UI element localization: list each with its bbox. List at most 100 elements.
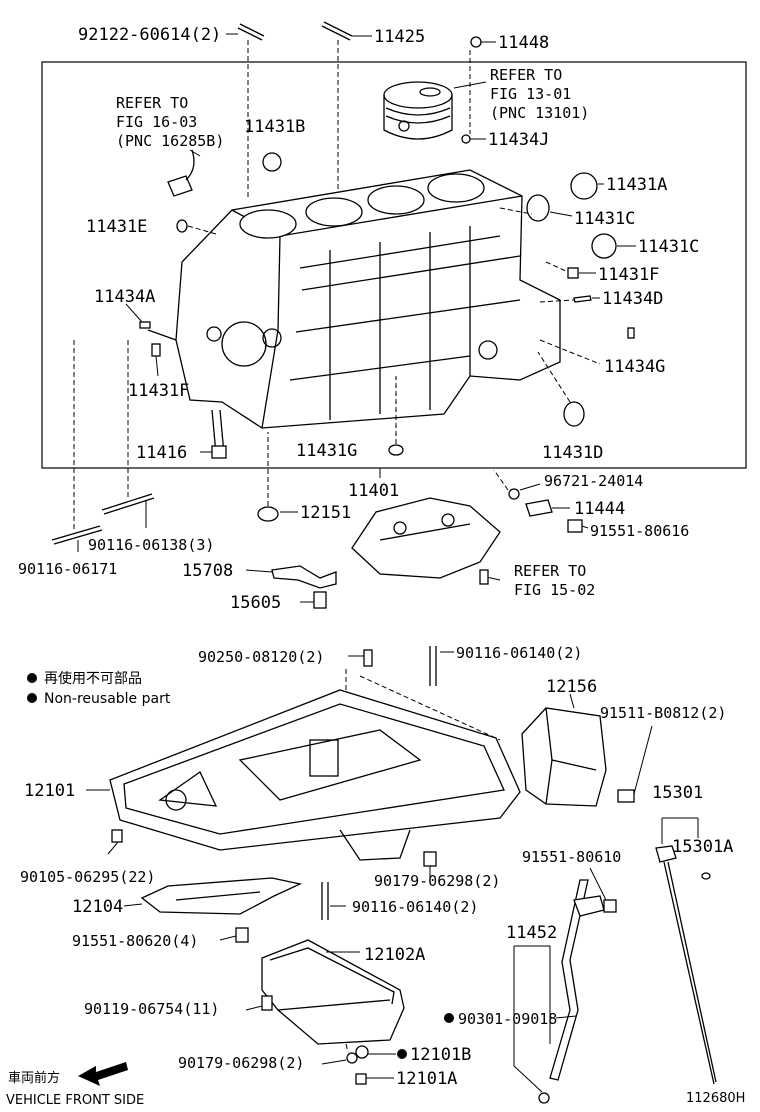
callout-15708: 15708	[182, 561, 233, 581]
valve-15605-illustration	[300, 591, 327, 609]
refer-fig16-line1: REFER TO	[116, 94, 188, 112]
plug-11448-illustration	[470, 36, 496, 48]
callout-15605: 15605	[230, 593, 281, 613]
front-side-label-jp: 車両前方	[8, 1070, 60, 1086]
pin-11434A-illustration	[125, 303, 151, 329]
plug-12151-illustration	[257, 432, 298, 522]
leader-90301	[555, 1015, 577, 1019]
legend-bullet-icon	[27, 673, 37, 683]
callout-11431C-1: 11431C	[574, 209, 635, 229]
legend-non-reusable-jp: 再使用不可部品	[44, 670, 142, 687]
callout-11431F-right: 11431F	[598, 265, 659, 285]
refer-fig16-line3: (PNC 16285B)	[116, 132, 224, 150]
leader-dashed	[545, 261, 569, 273]
callout-11431E: 11431E	[86, 217, 147, 237]
callout-91551-80616: 91551-80616	[590, 522, 689, 540]
plug-90179-a-illustration	[423, 851, 437, 878]
plug-11431F-right-illustration	[567, 267, 596, 279]
bolt-11416-illustration	[200, 409, 227, 459]
stud-92122-illustration	[226, 23, 265, 41]
callout-11434G: 11434G	[604, 357, 665, 377]
drawing-id: 112680H	[686, 1091, 745, 1106]
bracket-15708-illustration	[245, 565, 337, 589]
leader-dashed	[499, 207, 533, 215]
bolt-91551-80620-illustration	[219, 927, 249, 943]
refer-fig16-line2: FIG 16-03	[116, 113, 197, 131]
callout-12101: 12101	[24, 781, 75, 801]
dipstick-15301-illustration	[655, 817, 717, 1085]
bolt-90119-illustration	[245, 995, 273, 1011]
legend-non-reusable-en: Non-reusable part	[44, 691, 171, 707]
front-side-label-en: VEHICLE FRONT SIDE	[6, 1093, 144, 1108]
stud-90250-illustration	[348, 649, 373, 667]
pin-11434D-illustration	[573, 295, 600, 303]
callout-11431D: 11431D	[542, 443, 603, 463]
dipstick-guide-11452-illustration	[513, 867, 617, 1104]
callout-11434J: 11434J	[488, 130, 549, 150]
callout-11416: 11416	[136, 443, 187, 463]
oil-pan-upper-12101-illustration	[86, 668, 521, 861]
callout-12101B: 12101B	[410, 1045, 471, 1065]
oil-pan-lower-12102A-illustration	[261, 939, 405, 1045]
stud-90116-06171-illustration	[51, 340, 129, 552]
callout-11431F-left: 11431F	[128, 381, 189, 401]
callout-91551-80620: 91551-80620(4)	[72, 932, 198, 950]
refer-fig15-line2: FIG 15-02	[514, 581, 595, 599]
callout-90116-06171: 90116-06171	[18, 560, 117, 578]
callout-90116-06138: 90116-06138(3)	[88, 536, 214, 554]
refer-fig13-line1: REFER TO	[490, 66, 562, 84]
callout-12101A: 12101A	[396, 1069, 457, 1089]
bolt-91551-80616-illustration	[567, 519, 589, 533]
callout-15301A: 15301A	[672, 837, 733, 857]
callout-90116-06140-top: 90116-06140(2)	[456, 644, 582, 662]
callout-11431C-2: 11431C	[638, 237, 699, 257]
seal-11431D-illustration	[537, 351, 585, 427]
callout-96721-24014: 96721-24014	[544, 472, 643, 490]
stud-11425-illustration	[321, 21, 372, 41]
callout-90119-06754: 90119-06754(11)	[84, 1000, 219, 1018]
cylinder-block-illustration	[147, 169, 561, 429]
bolt-91511-illustration	[617, 725, 653, 803]
plug-11431C-2-illustration	[591, 233, 636, 259]
pin-11434J-illustration	[461, 134, 486, 144]
cylinder-block-group-frame	[41, 61, 747, 469]
gasket-96721-illustration	[493, 469, 541, 500]
callout-91551-80610: 91551-80610	[522, 848, 621, 866]
callout-90105-06295: 90105-06295(22)	[20, 868, 155, 886]
plug-11431E-illustration	[176, 219, 217, 235]
vehicle-front-arrow-icon	[78, 1062, 128, 1086]
oil-cooler-bracket-illustration	[351, 497, 501, 585]
plug-11431B-illustration	[262, 152, 282, 172]
callout-90301-09018: 90301-09018	[458, 1010, 557, 1028]
callout-11452: 11452	[506, 923, 557, 943]
refer-fig13-line3: (PNC 13101)	[490, 104, 589, 122]
baffle-12104-illustration	[123, 877, 303, 915]
callout-90179-06298-b: 90179-06298(2)	[178, 1054, 304, 1072]
callout-11431G: 11431G	[296, 441, 357, 461]
oring-15301A-illustration	[701, 872, 711, 880]
callout-91511-B0812: 91511-B0812(2)	[600, 704, 726, 722]
callout-92122-60614: 92122-60614(2)	[78, 25, 221, 45]
callout-11434A: 11434A	[94, 287, 155, 307]
drain-plug-area-illustration	[321, 1043, 396, 1085]
pin-11434G-illustration	[627, 327, 635, 339]
legend-bullet-icon	[27, 693, 37, 703]
callout-12102A: 12102A	[364, 945, 425, 965]
callout-90116-06140-bottom: 90116-06140(2)	[352, 898, 478, 916]
refer-fig15-line1: REFER TO	[514, 562, 586, 580]
callout-12104: 12104	[72, 897, 123, 917]
callout-11434D: 11434D	[602, 289, 663, 309]
piston-illustration	[383, 81, 487, 140]
callout-11431A: 11431A	[606, 175, 667, 195]
stud-90116-06138-illustration	[101, 493, 155, 528]
callout-11444: 11444	[574, 499, 625, 519]
callout-11401: 11401	[348, 481, 399, 501]
callout-11431B: 11431B	[244, 117, 305, 137]
callout-11448: 11448	[498, 33, 549, 53]
plug-11431G-illustration	[388, 376, 404, 456]
non-reusable-marker-icon	[397, 1049, 407, 1059]
leader-dashed	[539, 339, 601, 365]
callout-11425: 11425	[374, 27, 425, 47]
